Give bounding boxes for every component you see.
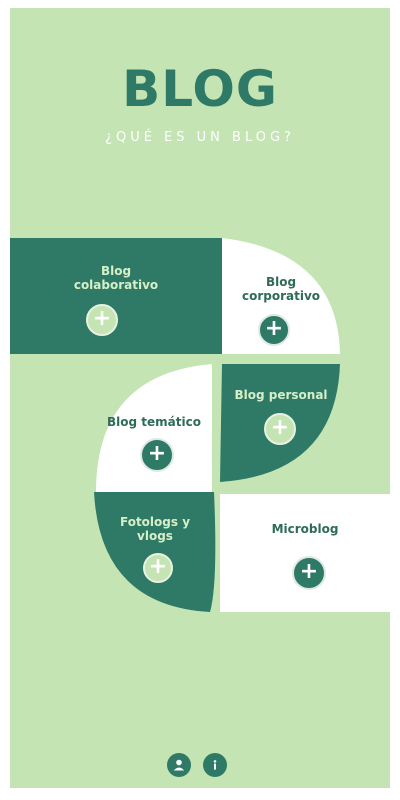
plus-icon: + bbox=[148, 554, 168, 579]
plus-icon: + bbox=[299, 559, 319, 584]
card-label: Blog personal bbox=[234, 388, 328, 402]
info-icon bbox=[213, 760, 217, 770]
card-shapes bbox=[10, 238, 390, 612]
card-label: Fotologs y vlogs bbox=[119, 515, 191, 543]
page-title: BLOG bbox=[122, 60, 278, 118]
card-colaborativo-shape bbox=[10, 238, 222, 354]
user-button[interactable] bbox=[167, 753, 191, 777]
expand-button[interactable]: + bbox=[86, 304, 118, 336]
card-fotologs-vlogs: Fotologs y vlogs + bbox=[94, 492, 216, 612]
slide-canvas: BLOG ¿QUÉ ES UN BLOG? Blog colaborativo … bbox=[10, 8, 390, 788]
card-fotologs-shape bbox=[94, 492, 216, 612]
page-subtitle: ¿QUÉ ES UN BLOG? bbox=[105, 130, 295, 145]
card-label: Blog corporativo bbox=[241, 275, 321, 303]
expand-button[interactable]: + bbox=[143, 553, 173, 583]
expand-button[interactable]: + bbox=[292, 556, 326, 590]
card-label: Blog colaborativo bbox=[73, 264, 159, 292]
plus-icon: + bbox=[264, 316, 284, 341]
info-button[interactable] bbox=[203, 753, 227, 777]
expand-button[interactable]: + bbox=[258, 314, 290, 346]
card-blog-tematico: Blog temático + bbox=[96, 364, 212, 492]
card-label: Microblog bbox=[271, 522, 339, 536]
expand-button[interactable]: + bbox=[264, 413, 296, 445]
card-blog-corporativo: Blog corporativo + bbox=[222, 238, 340, 354]
card-blog-personal: Blog personal + bbox=[222, 364, 340, 482]
plus-icon: + bbox=[147, 441, 167, 466]
card-microblog: Microblog + bbox=[220, 494, 390, 612]
plus-icon: + bbox=[92, 306, 112, 331]
card-microblog-shape bbox=[220, 494, 390, 612]
user-icon bbox=[173, 759, 185, 771]
card-tematico-shape bbox=[96, 364, 212, 492]
plus-icon: + bbox=[270, 415, 290, 440]
card-corporativo-shape bbox=[222, 238, 340, 354]
card-label: Blog temático bbox=[107, 415, 201, 429]
expand-button[interactable]: + bbox=[140, 438, 174, 472]
card-blog-colaborativo: Blog colaborativo + bbox=[10, 238, 222, 354]
